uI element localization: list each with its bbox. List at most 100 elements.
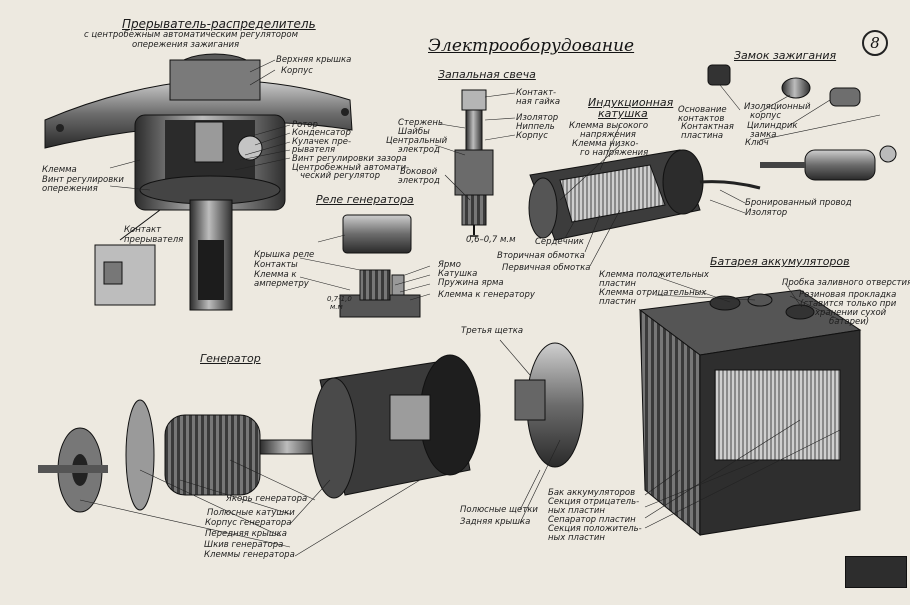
label-breaker-contact-2: прерывателя xyxy=(124,235,184,245)
label-spark-gap: 0,6–0,7 м.м xyxy=(466,235,516,245)
label-contact-nut-2: ная гайка xyxy=(516,97,561,107)
distributor-subtitle-line2: опережения зажигания xyxy=(132,40,240,50)
distributor-illustration xyxy=(44,53,353,311)
distributor-subtitle-line1: с центробежным автоматическим регуляторо… xyxy=(84,30,298,40)
label-breaker-cam-2: рывателя xyxy=(292,145,336,155)
label-centrifugal-regulator-2: ческий регулятор xyxy=(300,171,381,181)
label-rod: Стержень xyxy=(398,118,443,128)
battery-title: Батарея аккумуляторов xyxy=(710,255,850,268)
label-relay-gap-1: 0,7-1,0 xyxy=(327,295,352,303)
label-gap-screw: Винт регулировки зазора xyxy=(292,154,407,164)
label-breaker-cam-1: Кулачек пре- xyxy=(292,137,352,147)
label-nipple: Ниппель xyxy=(516,122,555,132)
label-lv-terminal-1: Клемма низко- xyxy=(572,139,639,149)
label-negative-section-2: ных пластин xyxy=(548,506,605,516)
label-lv-terminal-2: го напряжения xyxy=(580,148,649,158)
generator-illustration xyxy=(38,342,584,513)
label-housing: Корпус xyxy=(281,66,313,76)
label-hv-terminal-2: напряжения xyxy=(580,130,636,140)
label-top-cover: Верхняя крышка xyxy=(276,55,352,65)
label-armored-wire: Бронированный провод xyxy=(745,198,852,208)
ignition-lock-title: Замок зажигания xyxy=(734,49,837,62)
label-advance-screw-2: опережения xyxy=(42,184,98,194)
label-lock-cylinder-2: замка xyxy=(750,130,777,140)
spark-plug-title: Запальная свеча xyxy=(438,68,536,81)
label-rubber-gasket-2: (ставится только при xyxy=(800,299,897,309)
relay-title: Реле генератора xyxy=(316,193,414,206)
spark-plug-illustration xyxy=(454,89,494,237)
induction-coil-illustration xyxy=(528,149,761,241)
label-generator-terminal: Клемма к генератору xyxy=(438,290,535,300)
label-relay-gap-2: м.м xyxy=(330,303,343,311)
label-filler-plug: Пробка заливного отверстия xyxy=(782,278,910,288)
label-condenser: Конденсатор xyxy=(292,128,351,138)
label-side-electrode-1: Боковой xyxy=(400,167,438,177)
label-side-electrode-2: электрод xyxy=(398,176,440,186)
label-terminal: Клемма xyxy=(42,165,77,175)
label-contact-base-2: контактов xyxy=(678,114,725,124)
label-rear-cover: Задняя крышка xyxy=(460,517,531,527)
label-centrifugal-regulator-1: Центробежный автомати- xyxy=(292,163,410,173)
label-separator: Сепаратор пластин xyxy=(548,515,636,525)
label-third-brush: Третья щетка xyxy=(461,326,524,336)
label-core: Сердечник xyxy=(535,237,584,247)
label-pole-brushes: Полюсные щетки xyxy=(460,505,538,515)
ignition-lock-illustration xyxy=(707,64,897,181)
leader-lines xyxy=(79,59,881,557)
label-positive-section-2: ных пластин xyxy=(548,533,605,543)
label-positive-terminal-2: пластин xyxy=(599,279,636,289)
label-yoke: Ярмо xyxy=(438,260,461,270)
label-advance-screw-1: Винт регулировки xyxy=(42,175,124,185)
label-ammeter-terminal: Клемма к амперметру xyxy=(254,270,309,289)
label-generator-housing: Корпус генератора xyxy=(205,518,292,528)
page-number-badge: 8 xyxy=(862,30,888,56)
label-key: Ключ xyxy=(745,138,769,148)
label-plug-body: Корпус xyxy=(516,131,548,141)
label-central-electrode-1: Центральный xyxy=(386,136,448,146)
label-primary-winding: Первичная обмотка xyxy=(502,263,591,273)
label-insulating-body-2: корпус xyxy=(750,111,781,121)
label-positive-terminal-1: Клемма положительных xyxy=(599,270,709,280)
label-armature: Якорь генератора xyxy=(226,494,308,504)
label-contact-nut-1: Контакт- xyxy=(516,88,557,98)
label-secondary-winding: Вторичная обмотка xyxy=(497,251,585,261)
label-positive-section-1: Секция положитель- xyxy=(548,524,642,534)
label-relay-cover: Крышка реле xyxy=(254,250,315,260)
label-insulating-body-1: Изоляционный xyxy=(744,102,811,112)
label-plug-insulator: Изолятор xyxy=(516,113,559,123)
label-relay-contacts: Контакты xyxy=(254,260,298,270)
label-contact-plate-2: пластина xyxy=(681,131,724,141)
label-rubber-gasket-3: хранении сухой xyxy=(815,308,887,318)
label-front-cover: Передняя крышка xyxy=(205,529,287,539)
generator-title: Генератор xyxy=(200,352,261,365)
label-central-electrode-2: электрод xyxy=(398,145,440,155)
label-negative-terminal-2: пластин xyxy=(599,297,636,307)
coil-title-line2: катушка xyxy=(598,107,648,120)
battery-illustration xyxy=(638,289,862,537)
label-lock-insulator: Изолятор xyxy=(745,208,788,218)
relay-illustration xyxy=(339,214,421,318)
label-contact-plate-1: Контактная xyxy=(681,122,734,132)
label-battery-case: Бак аккумуляторов xyxy=(548,488,636,498)
distributor-title: Прерыватель-распределитель xyxy=(122,17,316,31)
label-breaker-contact-1: Контакт xyxy=(124,225,162,235)
label-rubber-gasket-4: батареи) xyxy=(829,317,870,327)
coil-title-line1: Индукционная xyxy=(588,96,674,109)
label-negative-terminal-1: Клемма отрицательных xyxy=(599,288,707,298)
label-rotor: Ротор xyxy=(292,120,318,130)
publisher-stamp xyxy=(845,556,907,588)
label-generator-terminals: Клеммы генератора xyxy=(204,550,295,560)
label-pole-coils: Полюсные катушки xyxy=(207,508,295,518)
label-washers: Шайбы xyxy=(398,127,430,137)
label-yoke-spring: Пружина ярма xyxy=(438,278,504,288)
page-title: Электрооборудование xyxy=(428,36,635,56)
label-negative-section-1: Секция отрицатель- xyxy=(548,497,640,507)
label-relay-coil: Катушка xyxy=(438,269,478,279)
label-rubber-gasket-1: Резиновая прокладка xyxy=(799,290,897,300)
label-lock-cylinder-1: Цилиндрик xyxy=(747,121,798,131)
label-hv-terminal-1: Клемма высокого xyxy=(569,121,649,131)
label-pulley: Шкив генератора xyxy=(204,540,284,550)
label-contact-base-1: Основание xyxy=(678,105,727,115)
